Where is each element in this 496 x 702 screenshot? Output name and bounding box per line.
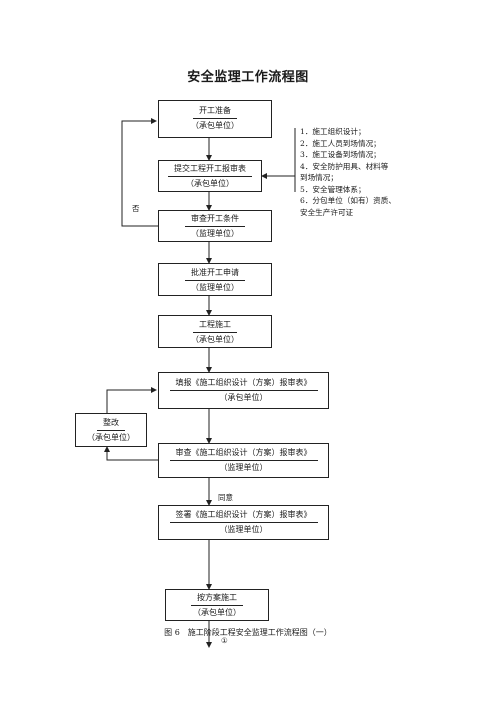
node-start-preparation: 开工准备 （承包单位） [158,100,272,138]
diagram-title: 安全监理工作流程图 [187,70,309,85]
node-label: 开工准备 [193,105,237,119]
node-construction: 工程施工 （承包单位） [158,315,272,348]
checklist-item: 6．分包单位（如有）资质、 [300,196,396,205]
node-org: （承包单位） [87,433,135,442]
node-sign-plan-report: 签署《施工组织设计（方案）报审表》 （监理单位） [158,505,329,540]
edge-label-no: 否 [132,204,140,213]
node-label: 按方案施工 [191,592,243,606]
node-label: 签署《施工组织设计（方案）报审表》 [169,509,318,523]
node-construct-per-plan: 按方案施工 （承包单位） [165,589,269,621]
node-review-start-conditions: 审查开工条件 （监理单位） [158,210,272,242]
node-rectify: 整改 （承包单位） [75,413,147,447]
edge-label-agree: 同意 [218,493,233,502]
rectify-loop-in [104,446,158,461]
node-review-plan-report: 审查《施工组织设计（方案）报审表》 （监理单位） [158,443,329,478]
checklist-item: 3．施工设备到场情况； [300,150,381,159]
checklist-item: 到场情况； [300,173,338,182]
node-label: 审查开工条件 [185,213,245,227]
node-label: 提交工程开工报审表 [168,163,252,177]
page-connector: ① [221,636,228,645]
feedback-loop-no [121,118,158,227]
checklist-item: 5．安全管理体系； [300,184,366,194]
start-conditions-checklist: 1．施工组织设计； 2．施工人员到场情况； 3．施工设备到场情况； 4．安全防护… [300,126,408,218]
node-label: 填报《施工组织设计（方案）报审表》 [169,377,318,391]
node-org: （监理单位） [191,229,239,238]
node-approve-start: 批准开工申请 （监理单位） [158,263,272,296]
node-org: （监理单位） [219,525,268,534]
checklist-item: 2．施工人员到场情况； [300,138,381,148]
node-org: （承包单位） [219,393,268,402]
node-org: （承包单位） [191,121,239,130]
node-fill-plan-report: 填报《施工组织设计（方案）报审表》 （承包单位） [158,372,329,409]
node-org: （承包单位） [191,335,239,344]
node-label: 批准开工申请 [185,267,245,281]
node-submit-start-report: 提交工程开工报审表 （承包单位） [158,160,262,192]
node-org: （承包单位） [193,608,241,617]
rectify-loop-out [106,387,157,413]
figure-caption: 图 6 施工阶段工程安全监理工作流程图（一） [164,628,332,637]
node-org: （承包单位） [186,179,234,188]
node-label: 审查《施工组织设计（方案）报审表》 [169,447,318,461]
checklist-item: 4．安全防护用具、材料等 [300,161,389,171]
checklist-item: 1．施工组织设计； [300,127,366,136]
node-org: （监理单位） [191,283,239,292]
checklist-item: 安全生产许可证 [300,207,354,217]
node-label: 整改 [97,417,125,431]
node-label: 工程施工 [193,319,237,333]
node-org: （监理单位） [219,463,268,472]
